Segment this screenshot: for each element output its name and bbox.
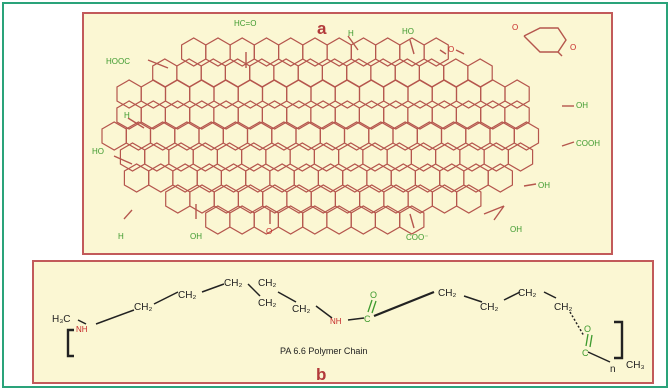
hexagon-ring (116, 79, 142, 109)
nh-2-label: NH (330, 317, 342, 326)
hexagon-ring (456, 184, 482, 214)
hexagon-ring (383, 100, 409, 130)
ch2-9-label: CH₂ (518, 288, 536, 299)
hexagon-ring (383, 184, 409, 214)
ch2-6-label: CH₂ (292, 304, 310, 315)
carbonyl-oxygen-1: O (370, 290, 377, 300)
graphene-oxide-structure: a HC=O HOOC H HO O O O H HO H OH O COO⁻ … (92, 19, 600, 242)
nh-1-label: NH (76, 325, 88, 334)
carbonyl-carbon-1: C (364, 314, 371, 324)
hooc-left-group: HOOC (106, 57, 130, 66)
hexagon-ring (407, 184, 433, 214)
ch2-5-label: CH₂ (258, 298, 276, 309)
carbonyl-bonds (367, 299, 593, 348)
hexagon-ring (423, 37, 449, 67)
hexagon-ring (504, 100, 530, 130)
pa66-polymer-chain: H₃C NH CH₂ CH₂ CH₂ CH₂ CH₂ CH₂ NH C O CH… (52, 278, 645, 384)
hexagon-ring (455, 100, 482, 130)
cooh-right-group: COOH (576, 139, 600, 148)
hexagon-ring (302, 205, 328, 235)
ho-top-group: HO (402, 27, 414, 36)
hexagon-ring (213, 184, 239, 214)
ch2-8-label: CH₂ (480, 302, 498, 313)
carbonyl-oxygen-2: O (584, 324, 591, 334)
hexagon-ring (277, 205, 304, 235)
hexagon-ring (334, 100, 360, 130)
o-bottom-label: O (266, 227, 272, 236)
polymer-caption: PA 6.6 Polymer Chain (280, 346, 367, 356)
panel-a-graphene-oxide: a HC=O HOOC H HO O O O H HO H OH O COO⁻ … (82, 12, 613, 255)
hexagon-ring (480, 100, 506, 130)
hexagon-ring (237, 100, 263, 130)
hexagon-ring (213, 100, 239, 130)
oh-bottom-group: OH (190, 232, 202, 241)
ch2-4-label: CH₂ (258, 278, 276, 289)
aldehyde-group: HC=O (234, 19, 256, 28)
panel-a-letter: a (317, 19, 327, 38)
hexagon-ring (487, 163, 513, 193)
h-left-label: H (124, 111, 130, 120)
hexagon-ring (237, 184, 264, 214)
ch2-2-label: CH₂ (178, 290, 196, 301)
panel-b-pa66-chain: H₃C NH CH₂ CH₂ CH₂ CH₂ CH₂ CH₂ NH C O CH… (32, 260, 654, 384)
hexagon-ring (507, 142, 534, 172)
panel-b-letter: b (316, 365, 326, 384)
hexagon-ring (431, 184, 458, 214)
h-top-label: H (348, 29, 354, 38)
h3c-label: H₃C (52, 314, 71, 325)
hexagon-ring (326, 205, 352, 235)
coo-minus-group: COO⁻ (406, 233, 428, 242)
oh-right-1-group: OH (576, 101, 588, 110)
hexagon-ring (165, 184, 191, 214)
hexagon-ring (407, 100, 433, 130)
oh-right-2-group: OH (538, 181, 550, 190)
hexagon-ring (286, 100, 312, 130)
hexagon-ring (261, 100, 288, 130)
hexagon-ring (480, 79, 506, 109)
chain-bonds (66, 283, 624, 363)
hexagon-ring (164, 100, 191, 130)
o-quinone-top: O (512, 23, 518, 32)
ho-left-group: HO (92, 147, 104, 156)
hexagon-ring (205, 205, 231, 235)
hexagon-ring (101, 121, 127, 151)
hexagon-ring (286, 184, 312, 214)
hexagon-ring (399, 205, 425, 235)
hexagon-ring (262, 184, 288, 214)
hexagon-ring (504, 79, 530, 109)
hexagon-ring (359, 184, 385, 214)
hexagon-ring (189, 184, 215, 214)
ch2-10-label: CH₂ (554, 302, 572, 313)
hexagon-ring (513, 121, 540, 151)
functional-group-bonds (113, 27, 575, 229)
ch3-label: CH₃ (626, 360, 645, 371)
h-bottom-label: H (118, 232, 124, 241)
hexagon-ring (140, 100, 167, 130)
hexagon-ring (374, 205, 401, 235)
hexagon-ring (310, 100, 336, 130)
hexagon-ring (310, 184, 336, 214)
ch2-7-label: CH₂ (438, 288, 456, 299)
hexagon-ring (229, 205, 255, 235)
honeycomb-lattice (101, 37, 540, 235)
o-quinone-right: O (570, 43, 576, 52)
hexagon-ring (358, 100, 385, 130)
hexagon-ring (140, 79, 167, 109)
hexagon-ring (350, 205, 376, 235)
o-bridge-label: O (448, 45, 454, 54)
ch2-1-label: CH₂ (134, 302, 152, 313)
ch2-3-label: CH₂ (224, 278, 242, 289)
hexagon-ring (334, 184, 361, 214)
oh-bottom-right-group: OH (510, 225, 522, 234)
hexagon-ring (431, 100, 457, 130)
repeat-n-label: n (610, 364, 616, 375)
carbonyl-carbon-2: C (582, 348, 589, 358)
hexagon-ring (189, 100, 215, 130)
